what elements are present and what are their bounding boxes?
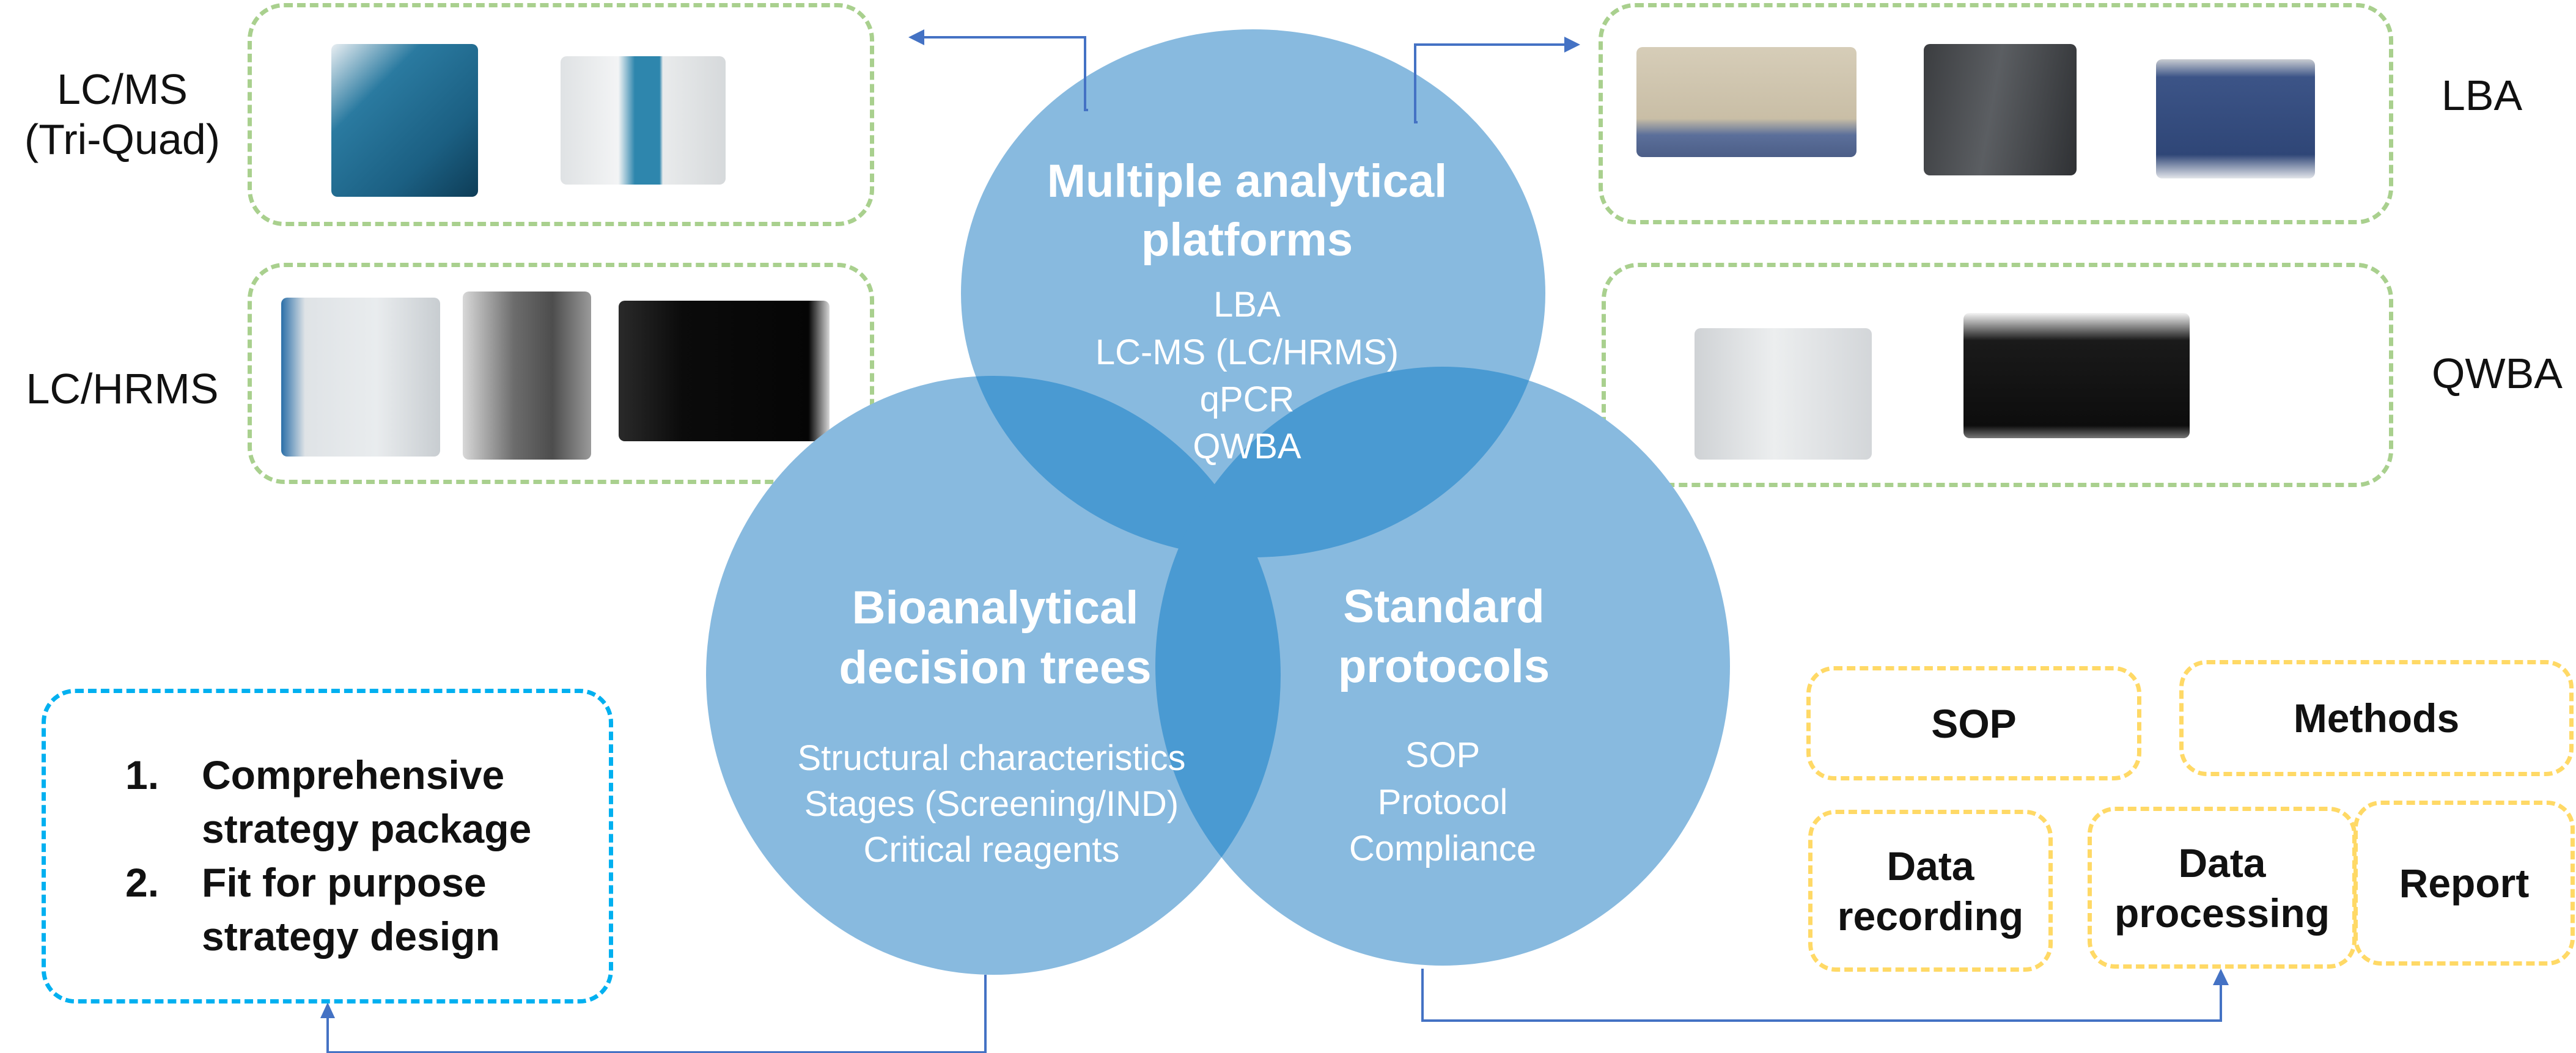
arrow-to-strategy-box — [320, 975, 987, 1053]
data-processing-box: Data processing — [2088, 807, 2357, 969]
decision-trees-item: Critical reagents — [863, 830, 1119, 870]
arrow-line — [924, 36, 1088, 111]
strategy-item-line: Comprehensive — [202, 752, 505, 798]
arrow-head-left-icon — [908, 29, 924, 45]
lchrms-label: LC/HRMS — [12, 364, 232, 414]
lba-label: LBA — [2409, 70, 2555, 120]
report-box: Report — [2353, 801, 2575, 966]
decision-trees-title-line: decision trees — [839, 642, 1151, 694]
label-line: LC/HRMS — [26, 365, 219, 413]
strategy-item: 1. Comprehensive strategy package — [125, 748, 531, 856]
arrow-to-data-processing — [1421, 969, 2229, 1022]
instrument-image — [1924, 44, 2077, 175]
label-line: QWBA — [2432, 350, 2563, 397]
lchrms-instrument-box — [248, 263, 874, 484]
instrument-image — [1963, 313, 2190, 438]
platforms-item: qPCR — [1200, 380, 1295, 419]
decision-trees-item: Stages (Screening/IND) — [804, 784, 1179, 824]
data-recording-box: Data recording — [1808, 810, 2053, 972]
platforms-title-line: Multiple analytical — [1047, 155, 1448, 207]
strategy-item-line: strategy package — [202, 806, 532, 851]
qwba-label: QWBA — [2421, 348, 2574, 398]
platforms-item: LC-MS (LC/HRMS) — [1095, 332, 1399, 372]
qwba-instrument-box — [1602, 263, 2393, 487]
protocols-item: SOP — [1405, 735, 1481, 775]
arrow-line — [1414, 43, 1564, 123]
strategy-item-number: 1. — [125, 752, 160, 798]
overlap-top-left — [961, 376, 1281, 557]
protocols-title-line: Standard — [1343, 581, 1544, 633]
label-line: LBA — [2441, 72, 2523, 119]
instrument-image — [2156, 59, 2315, 178]
platforms-item: QWBA — [1193, 427, 1301, 466]
arrow-head-up-icon — [320, 1002, 335, 1018]
data-recording-box-label: Data recording — [1838, 841, 2023, 941]
instrument-image — [619, 301, 830, 441]
instrument-image — [1636, 47, 1857, 157]
arrow-to-lba — [1414, 37, 1580, 123]
sop-box-label: SOP — [1931, 700, 2017, 746]
label-line: LC/MS — [57, 65, 188, 113]
methods-box-label: Methods — [2293, 695, 2460, 741]
arrow-to-lcms — [908, 29, 1088, 111]
platforms-item: LBA — [1213, 285, 1281, 325]
lba-instrument-box — [1599, 3, 2393, 224]
protocols-title-line: protocols — [1338, 640, 1550, 692]
label-line: Data — [1886, 843, 1974, 889]
strategy-item-number: 2. — [125, 860, 160, 905]
venn-circles — [706, 29, 1730, 975]
decision-trees-title-line: Bioanalytical — [852, 582, 1139, 634]
strategy-item: 2. Fit for purpose strategy design — [125, 856, 531, 963]
protocols-item: Compliance — [1349, 829, 1536, 868]
arrow-head-right-icon — [1564, 37, 1580, 53]
lcms-label: LC/MS (Tri-Quad) — [12, 64, 232, 164]
report-box-label: Report — [2399, 860, 2530, 906]
arrow-line — [1421, 969, 2222, 1022]
label-line: (Tri-Quad) — [24, 116, 221, 163]
strategy-box: 1. Comprehensive strategy package 2. Fit… — [42, 689, 613, 1003]
instrument-image — [561, 56, 726, 185]
arrow-head-up-icon — [2213, 969, 2229, 985]
decision-trees-item: Structural characteristics — [798, 738, 1186, 778]
sop-box: SOP — [1806, 666, 2141, 780]
methods-box: Methods — [2179, 660, 2574, 776]
instrument-image — [281, 298, 440, 457]
instrument-image — [1695, 328, 1872, 460]
protocols-item: Protocol — [1378, 782, 1508, 822]
label-line: recording — [1837, 893, 2024, 939]
instrument-image — [331, 44, 478, 197]
platforms-title-line: platforms — [1141, 214, 1353, 266]
instrument-image — [463, 292, 591, 460]
strategy-item-line: Fit for purpose — [202, 860, 487, 905]
arrow-line — [326, 975, 987, 1053]
label-line: processing — [2114, 890, 2330, 936]
lcms-instrument-box — [248, 3, 874, 226]
data-processing-box-label: Data processing — [2114, 838, 2330, 938]
strategy-list: 1. Comprehensive strategy package 2. Fit… — [125, 748, 531, 963]
strategy-item-line: strategy design — [202, 914, 500, 959]
overlap-top-right — [1155, 367, 1545, 557]
label-line: Data — [2178, 840, 2266, 886]
